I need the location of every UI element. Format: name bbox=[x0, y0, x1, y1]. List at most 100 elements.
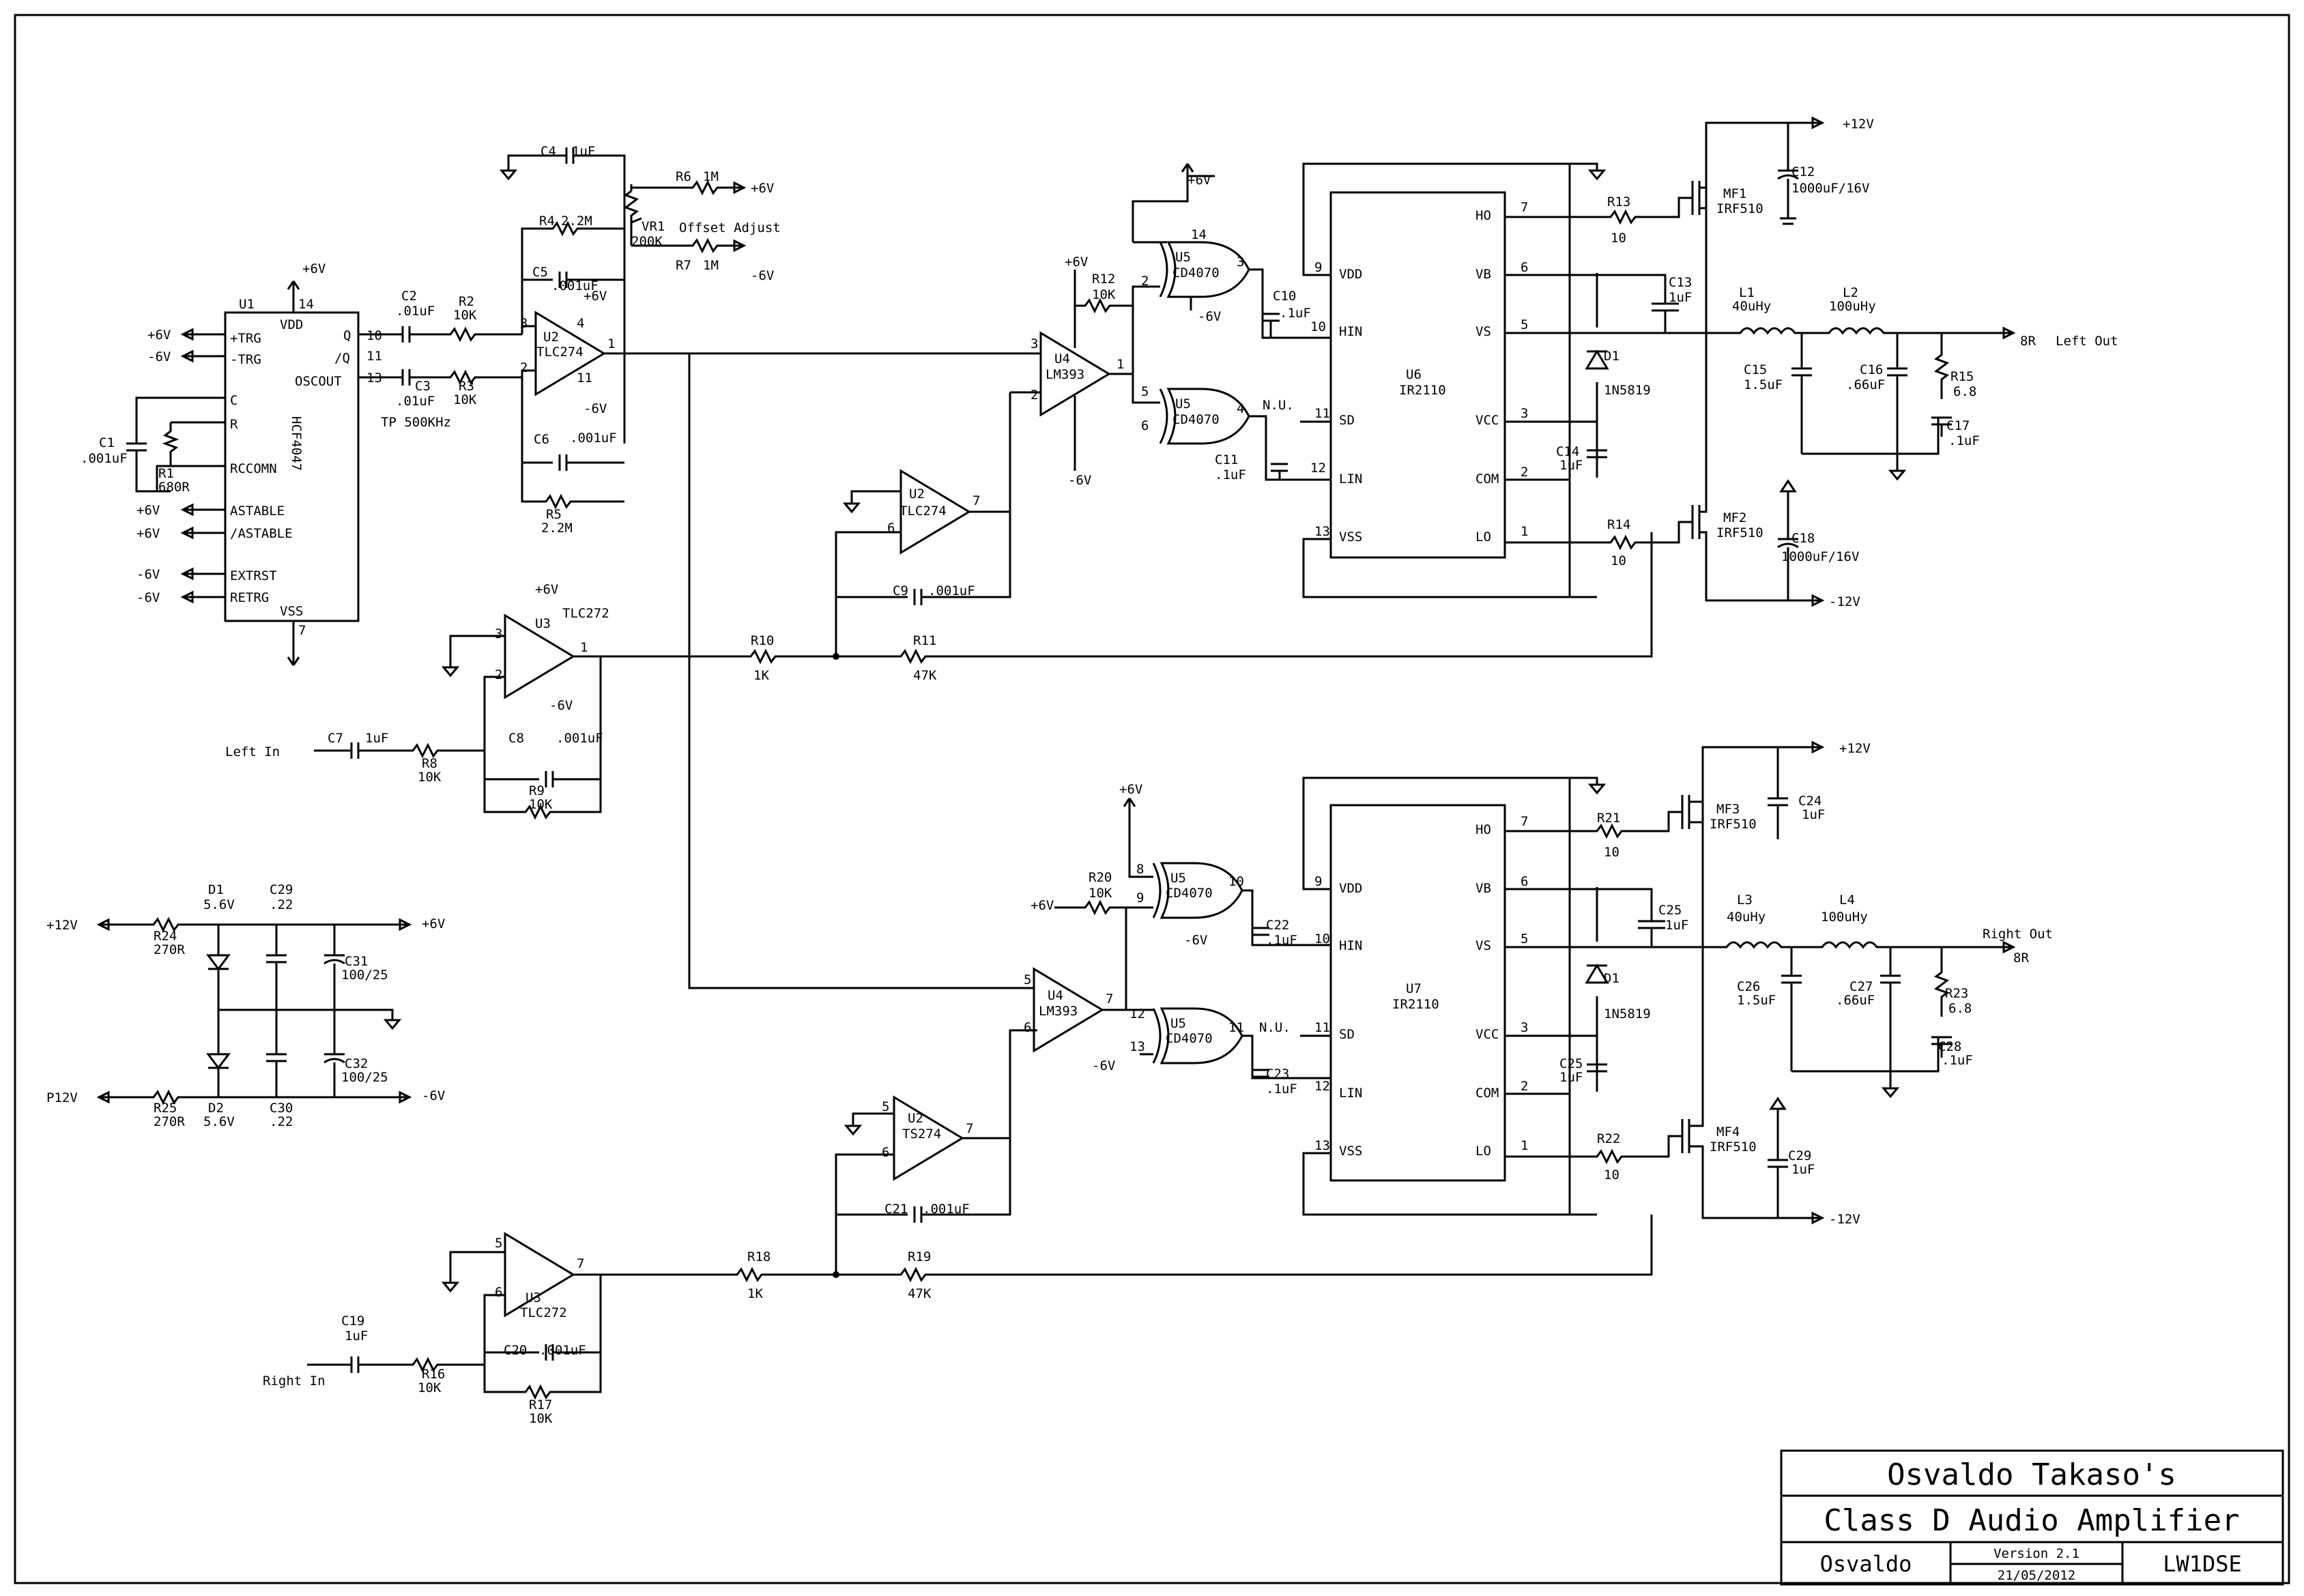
u1-rccomn: RCCOMN bbox=[230, 461, 277, 476]
u4-ref: U4 bbox=[1054, 351, 1070, 366]
u4-chip: LM393 bbox=[1046, 367, 1084, 382]
u7-vss: VSS bbox=[1339, 1144, 1362, 1159]
r24-value: 270R bbox=[154, 942, 185, 957]
u2-pin11: 11 bbox=[577, 371, 592, 386]
r23-value: 6.8 bbox=[1948, 1001, 1972, 1016]
left-error-amp: R10 1K R11 47K U2 TLC274 6 7 C9 .001uF bbox=[682, 392, 1653, 683]
left-comparator-logic: U4 LM393 3 2 1 +6V -6V R12 10K U5 CD4070… bbox=[689, 163, 1326, 488]
c4-ref: C4 bbox=[541, 144, 556, 159]
r5-value: 2.2M bbox=[541, 521, 573, 536]
u1-ntrg-supply: -6V bbox=[147, 349, 171, 364]
u3-pin2: 2 bbox=[495, 667, 502, 682]
title-block-name: Osvaldo bbox=[1820, 1551, 1912, 1577]
c25b-value: 1uF bbox=[1559, 1070, 1583, 1085]
u7-ho: HO bbox=[1475, 822, 1491, 837]
u3-ref: U3 bbox=[535, 616, 551, 631]
title-block-callsign: LW1DSE bbox=[2163, 1551, 2242, 1577]
c26-ref: C26 bbox=[1737, 979, 1760, 994]
r8-value: 10K bbox=[418, 770, 442, 785]
u3b-chip: TLC272 bbox=[520, 1305, 567, 1320]
u5-supply-neg: -6V bbox=[1198, 309, 1221, 324]
u5d-ref: U5 bbox=[1170, 1016, 1186, 1031]
u4-supply-neg: -6V bbox=[1068, 473, 1091, 488]
u2c-ref: U2 bbox=[908, 1111, 923, 1126]
u3-chip: TLC272 bbox=[562, 606, 609, 621]
u6-vss: VSS bbox=[1339, 529, 1362, 545]
c13-value: 1uF bbox=[1669, 290, 1692, 305]
u7-ref: U7 bbox=[1406, 981, 1422, 996]
l1-ref: L1 bbox=[1739, 285, 1755, 300]
c15-ref: C15 bbox=[1744, 362, 1767, 377]
u1-vss: VSS bbox=[280, 604, 303, 619]
u7-pin13: 13 bbox=[1314, 1138, 1330, 1153]
right-in-label: Right In bbox=[263, 1374, 326, 1389]
u3b-right-input-buffer: U3 TLC272 Right In C19 1uF R16 10K C20 .… bbox=[263, 1215, 1653, 1426]
r6-value: 1M bbox=[703, 169, 719, 184]
c21-ref: C21 bbox=[884, 1202, 908, 1217]
r24-ref: R24 bbox=[154, 929, 177, 944]
c5-ref: C5 bbox=[532, 265, 548, 280]
u3b-pin5: 5 bbox=[495, 1236, 502, 1251]
u6-pin7: 7 bbox=[1521, 200, 1528, 215]
c18-ref: C18 bbox=[1791, 531, 1815, 546]
title-block-version: Version 2.1 bbox=[1993, 1546, 2079, 1561]
u2-pin2: 2 bbox=[520, 360, 528, 375]
u2-pin1: 1 bbox=[607, 336, 615, 351]
u6-pin13: 13 bbox=[1314, 524, 1330, 539]
u6-vcc: VCC bbox=[1475, 413, 1499, 428]
c29-ref: C29 bbox=[270, 882, 293, 897]
r22-value: 10 bbox=[1604, 1167, 1619, 1183]
u1-trg-plus: +TRG bbox=[230, 331, 261, 346]
mf3-chip: IRF510 bbox=[1710, 817, 1757, 832]
u5d-chip: CD4070 bbox=[1166, 1031, 1213, 1046]
u6-pin6: 6 bbox=[1521, 260, 1528, 275]
u1-vdd: VDD bbox=[280, 317, 303, 332]
c17-ref: C17 bbox=[1946, 418, 1970, 433]
u5c-pin9: 9 bbox=[1136, 890, 1144, 905]
r21-ref: R21 bbox=[1597, 811, 1620, 826]
u5d-supply-neg: -6V bbox=[1092, 1058, 1115, 1073]
u7-vb: VB bbox=[1475, 881, 1491, 896]
vr1-ref: VR1 bbox=[642, 219, 665, 234]
u4-pin2: 2 bbox=[1031, 388, 1038, 403]
r5-ref: R5 bbox=[546, 507, 562, 522]
l4-ref: L4 bbox=[1839, 893, 1855, 908]
u1-retrg-supply: -6V bbox=[136, 590, 160, 605]
u1-oscout: OSCOUT bbox=[295, 374, 342, 389]
c29b-value: 1uF bbox=[1791, 1162, 1815, 1177]
r25-value: 270R bbox=[154, 1114, 185, 1129]
u1-retrg: RETRG bbox=[230, 590, 269, 605]
c21-value: .001uF bbox=[923, 1202, 970, 1217]
u1-pin14: 14 bbox=[298, 297, 314, 312]
c19-ref: C19 bbox=[341, 1314, 364, 1329]
c20-value: .001uF bbox=[539, 1343, 586, 1358]
u1-nq: /Q bbox=[334, 351, 350, 366]
title-block-author: Osvaldo Takaso's bbox=[1887, 1457, 2176, 1492]
u5d-pin12: 12 bbox=[1129, 1006, 1145, 1021]
u4b-ref: U4 bbox=[1048, 988, 1063, 1003]
c14-value: 1uF bbox=[1559, 458, 1583, 473]
title-block[interactable]: Osvaldo Takaso's Class D Audio Amplifier… bbox=[1780, 1449, 2284, 1586]
u5a-pin2: 2 bbox=[1141, 274, 1149, 289]
c28-value: .1uF bbox=[1942, 1053, 1973, 1068]
u7-lo: LO bbox=[1475, 1144, 1491, 1159]
c31-ref: C31 bbox=[345, 954, 368, 969]
r15-ref: R15 bbox=[1950, 369, 1974, 384]
c11-ref: C11 bbox=[1215, 452, 1238, 467]
c22-ref: C22 bbox=[1266, 918, 1289, 933]
u1-r-pin: R bbox=[230, 417, 238, 432]
u4-supply-pos: +6V bbox=[1065, 255, 1088, 270]
r17-value: 10K bbox=[529, 1411, 553, 1426]
u2b-pin7: 7 bbox=[973, 493, 980, 508]
u1-pin13: 13 bbox=[366, 371, 382, 386]
mf1-ref: MF1 bbox=[1723, 186, 1746, 201]
u1-astable-supply: +6V bbox=[136, 503, 160, 518]
r16-ref: R16 bbox=[422, 1367, 445, 1382]
c6-ref: C6 bbox=[534, 432, 549, 447]
c16-ref: C16 bbox=[1860, 362, 1883, 377]
u2-pin4: 4 bbox=[577, 316, 584, 331]
c4-value: 1uF bbox=[572, 144, 595, 159]
c7-ref: C7 bbox=[328, 731, 343, 746]
c1-value: .001uF bbox=[81, 451, 128, 466]
u1-trg-minus: -TRG bbox=[230, 352, 261, 367]
